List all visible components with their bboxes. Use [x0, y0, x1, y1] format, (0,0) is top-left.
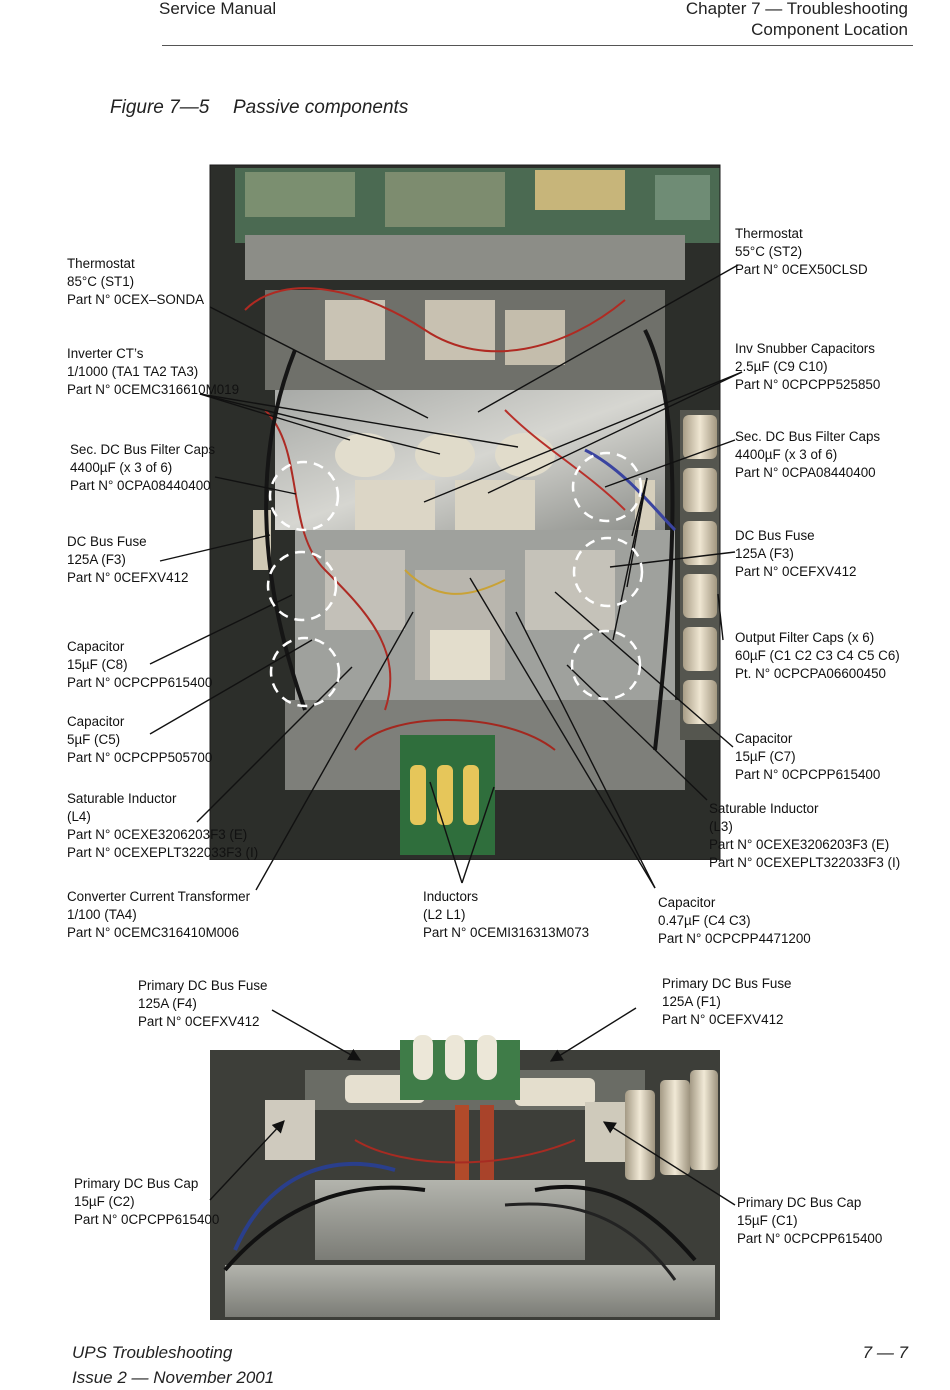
ups-interior-photo [209, 164, 721, 860]
figure-number: Figure 7—5 [110, 97, 210, 118]
label-saturable-inductor-l4: Saturable Inductor(L4)Part N° 0CEXE32062… [67, 791, 259, 860]
footer-issue: Issue 2 — November 2001 [72, 1368, 275, 1387]
header-rule [162, 45, 913, 46]
header-left: Service Manual [159, 0, 277, 18]
callout-lines [149, 264, 743, 891]
primary-dc-bus-photo [210, 1035, 720, 1320]
page-number: 7 — 7 [862, 1343, 908, 1362]
footer-left: UPS Troubleshooting Issue 2 — November 2… [72, 1340, 274, 1390]
label-inductors: Inductors(L2 L1)Part N° 0CEMI316313M073 [423, 889, 590, 940]
header-section: Component Location [751, 20, 908, 39]
footer-doc-title: UPS Troubleshooting [72, 1343, 233, 1362]
highlight-circles [266, 451, 644, 708]
callout-arrows [209, 1007, 736, 1206]
header-right: Chapter 7 — Troubleshooting Component Lo… [686, 0, 908, 40]
figure-title: Passive components [233, 97, 409, 118]
label-saturable-inductor-l3: Saturable Inductor(L3)Part N° 0CEXE32062… [709, 801, 901, 870]
label-output-filter-caps: Output Filter Caps (x 6)60µF (C1 C2 C3 C… [735, 630, 900, 681]
header-chapter: Chapter 7 — Troubleshooting [685, 0, 908, 18]
